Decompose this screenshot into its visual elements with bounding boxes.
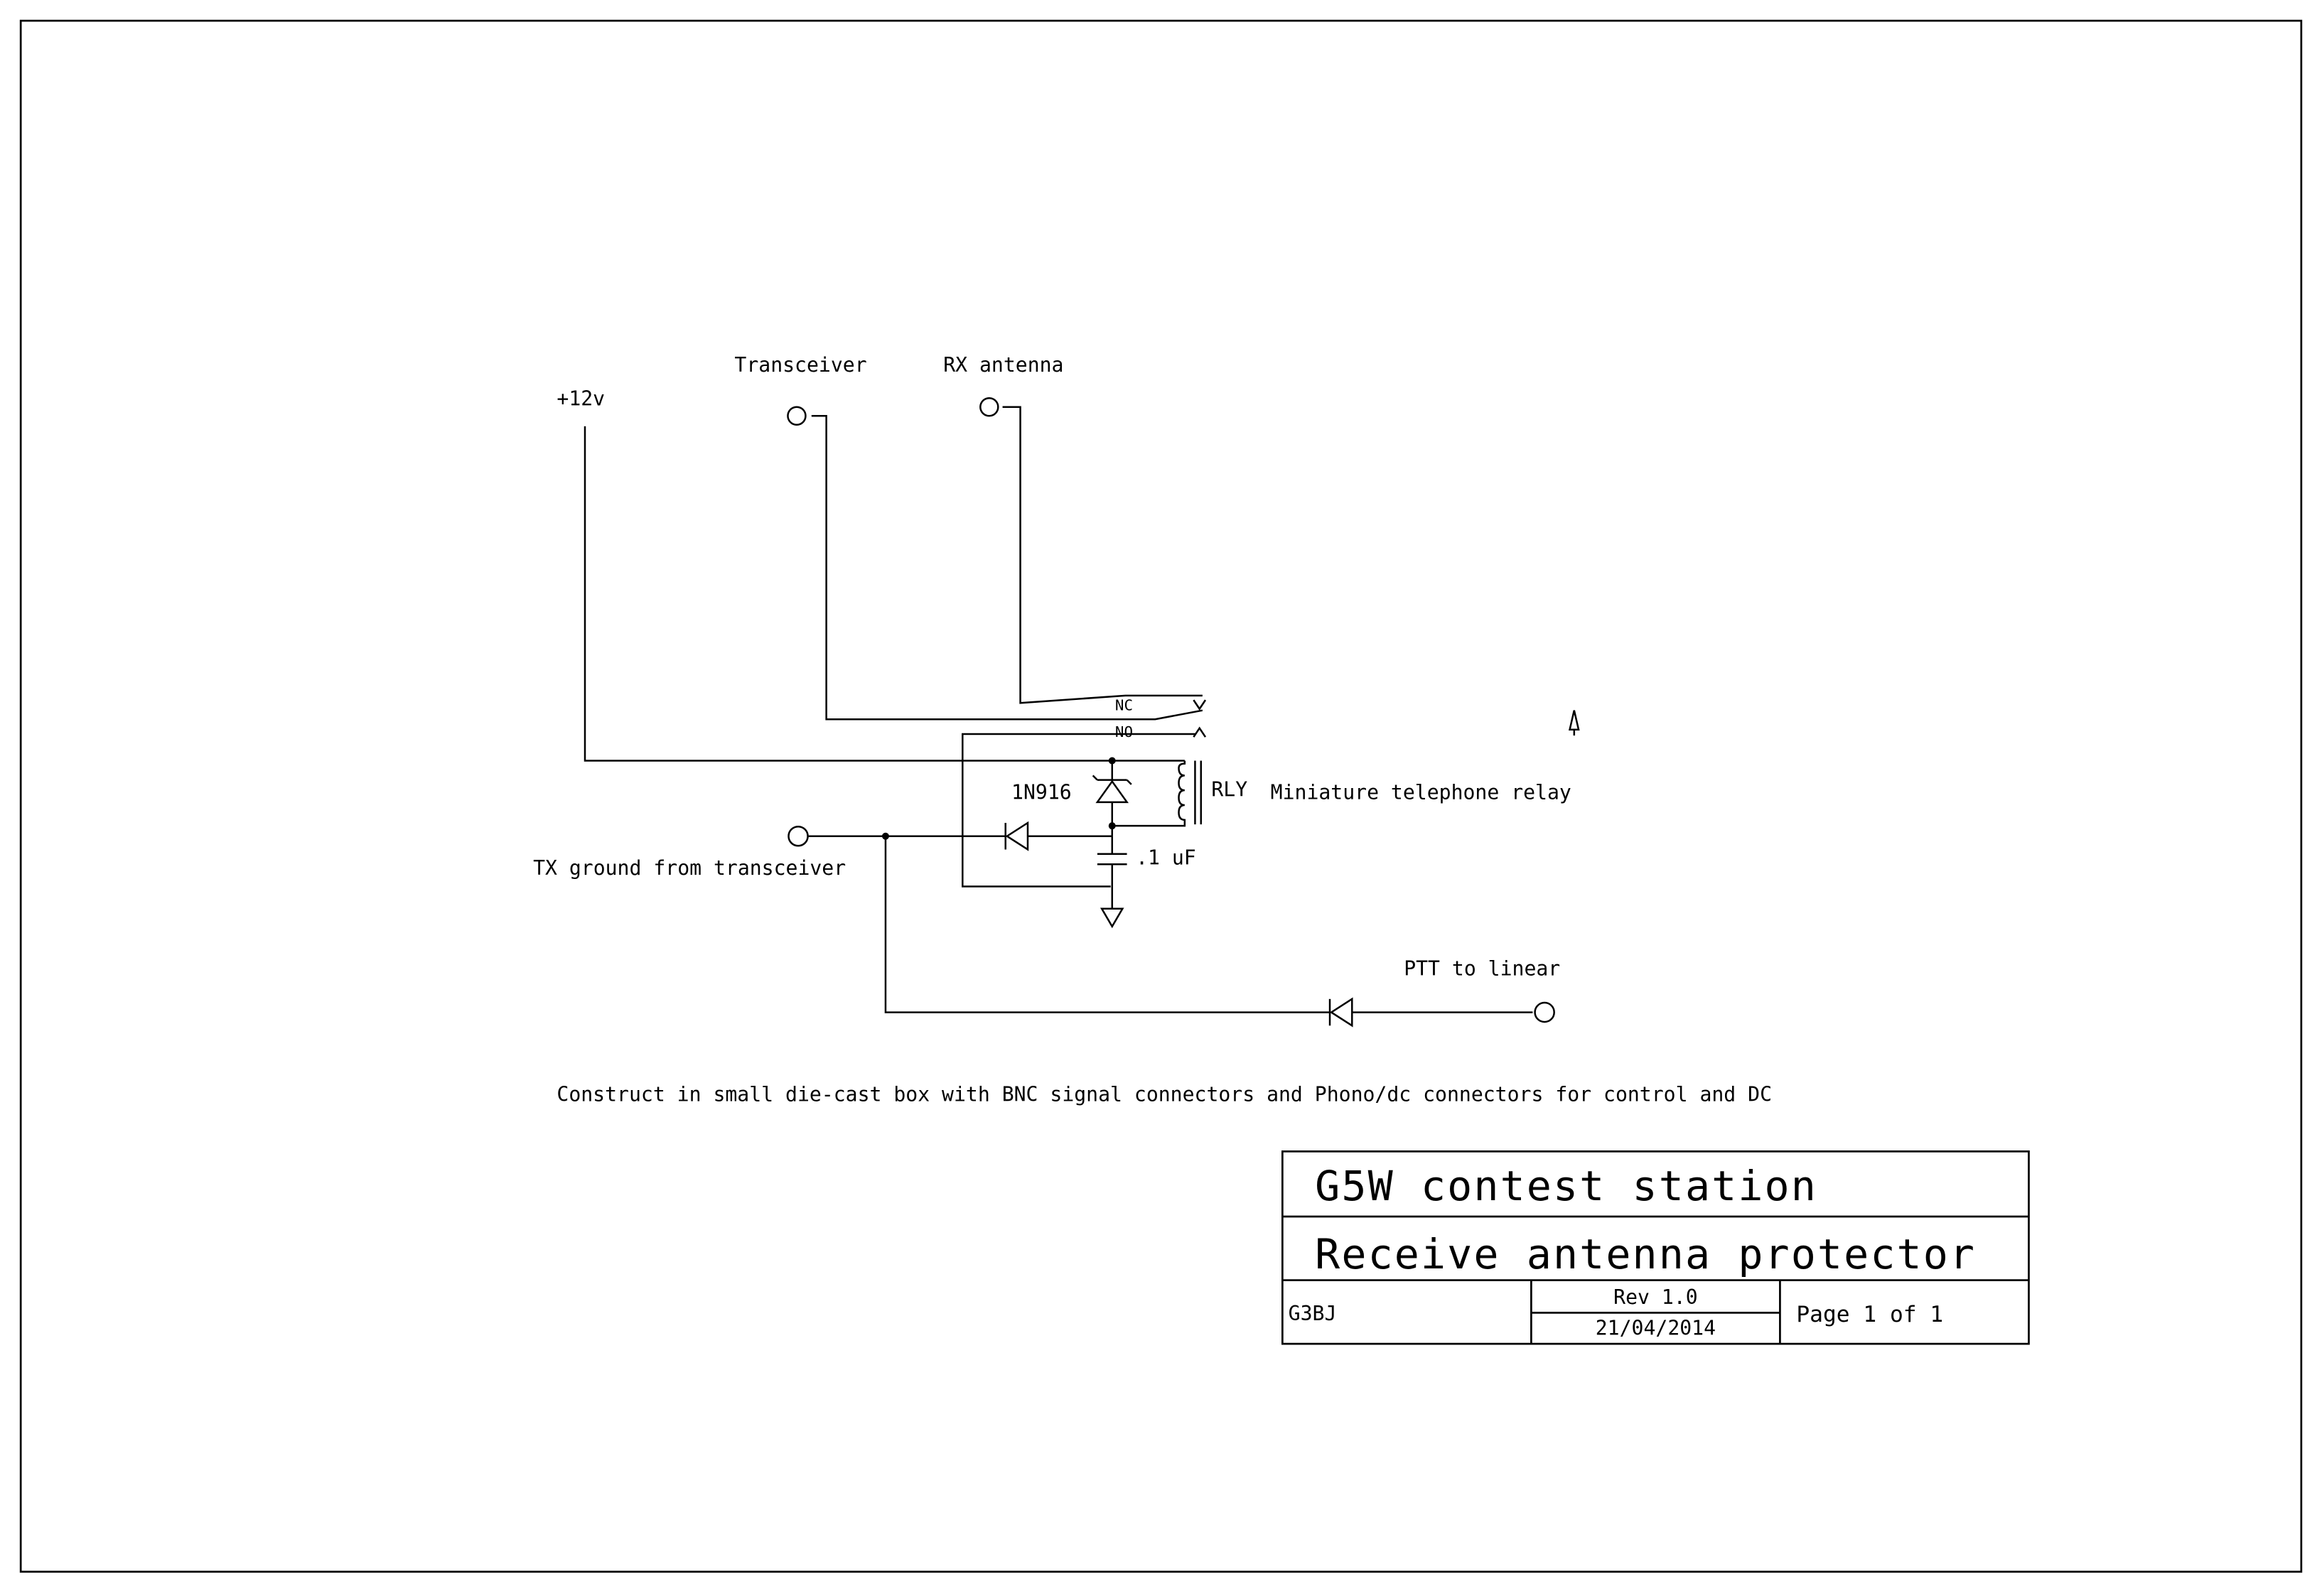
- tx-ground-label: TX ground from transceiver: [533, 856, 846, 880]
- sheet-border: [19, 19, 2303, 1573]
- rx-antenna-terminal: [979, 397, 999, 417]
- connector-terminals: [787, 397, 1555, 1023]
- sheet-marker-arrow: [1568, 710, 1580, 736]
- station-title: G5W contest station: [1315, 1162, 1817, 1210]
- wires: [584, 406, 1533, 1013]
- ptt-diode: [1328, 997, 1353, 1028]
- relay-coil: [1178, 760, 1203, 825]
- author-field: G3BJ: [1289, 1302, 1337, 1325]
- capacitor: [1097, 853, 1127, 866]
- junction-dots: [881, 757, 1116, 840]
- relay-desc-label: Miniature telephone relay: [1271, 781, 1571, 804]
- drawing-title: Receive antenna protector: [1315, 1230, 1976, 1278]
- supply-label: +12v: [557, 387, 605, 411]
- nc-label: NC: [1115, 697, 1133, 714]
- ptt-label: PTT to linear: [1404, 957, 1560, 981]
- construction-note: Construct in small die-cast box with BNC…: [557, 1083, 1772, 1106]
- no-contact-mark: [1193, 726, 1207, 738]
- ground-symbol: [1100, 907, 1124, 929]
- capacitor-label: .1 uF: [1136, 846, 1196, 869]
- date-field: 21/04/2014: [1596, 1317, 1716, 1340]
- ptt-terminal: [1534, 1001, 1555, 1023]
- no-label: NO: [1115, 723, 1133, 740]
- revision-field: Rev 1.0: [1613, 1285, 1697, 1309]
- tx-ground-terminal: [788, 825, 809, 847]
- diode-label: 1N916: [1011, 781, 1072, 804]
- nc-contact-mark: [1193, 699, 1207, 711]
- transceiver-terminal: [787, 406, 807, 426]
- page-field: Page 1 of 1: [1796, 1302, 1943, 1327]
- relay-ref-label: RLY: [1211, 778, 1247, 802]
- rx-antenna-label: RX antenna: [943, 353, 1063, 377]
- title-block: G5W contest station Receive antenna prot…: [1281, 1150, 2030, 1345]
- diode-1n916: [1092, 775, 1132, 804]
- transceiver-label: Transceiver: [734, 353, 866, 377]
- tx-diode: [1004, 821, 1029, 851]
